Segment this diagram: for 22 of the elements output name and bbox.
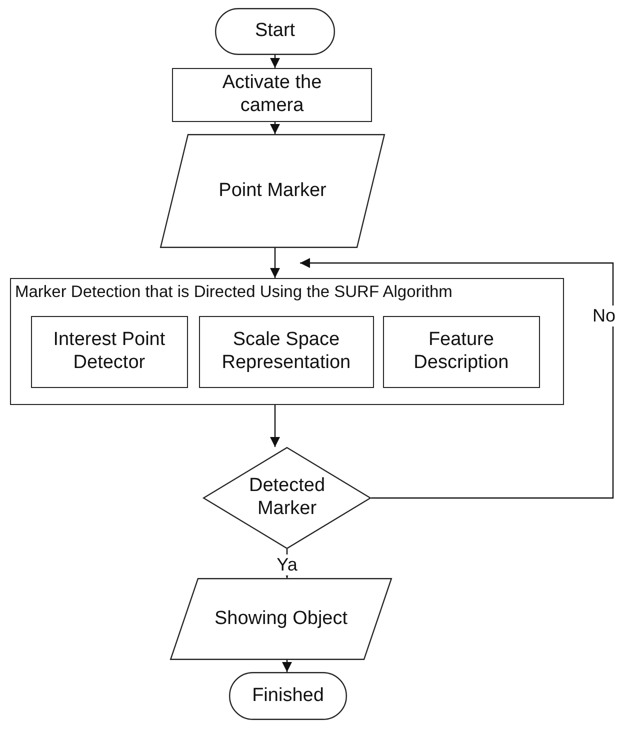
node-label: Interest Point Detector [52,328,166,374]
edge-label: No [590,306,618,326]
node-label: Detected Marker [248,475,326,521]
node-label: Point Marker [218,180,328,202]
node-label: Scale Space Representation [220,328,352,374]
process-box [30,316,188,388]
node-label: Activate the camera [221,72,323,118]
process-box [198,316,374,388]
arrow [270,122,280,134]
process-box [382,316,540,388]
arrow [270,405,280,447]
group-heading: Marker Detection that is Directed Using the SURF Algorithm [14,282,454,303]
arrow [300,258,614,499]
arrow [270,248,280,278]
node-label: Showing Object [213,608,349,630]
group-box [10,278,564,405]
node-label: Start [254,20,296,43]
node-label: Finished [251,684,325,708]
node-label: Feature Description [412,328,510,374]
arrow [282,660,292,672]
process-box [172,68,372,122]
arrow [270,55,280,68]
